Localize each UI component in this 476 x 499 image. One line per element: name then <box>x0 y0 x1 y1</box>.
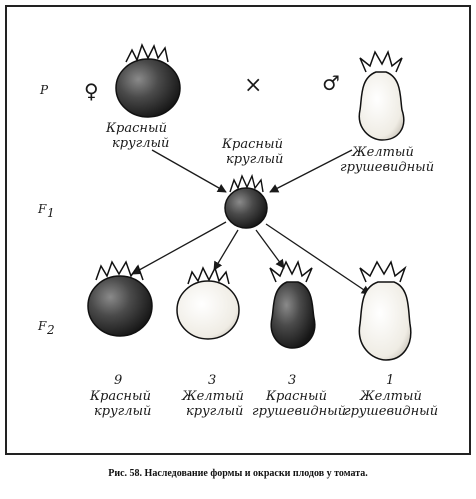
svg-text:круглый: круглый <box>94 404 151 419</box>
f2-label-yellow-pear: 1 Желтый грушевидный <box>344 373 438 419</box>
svg-text:9: 9 <box>114 373 122 388</box>
f1-label: Красный круглый <box>221 137 283 167</box>
svg-text:круглый: круглый <box>226 152 283 167</box>
svg-text:1: 1 <box>386 373 394 388</box>
male-symbol: ♂ <box>322 71 340 95</box>
arrow-f1-to-yellow-round <box>213 229 239 271</box>
f2-red-pear-fruit <box>269 259 316 349</box>
svg-text:круглый: круглый <box>112 136 169 151</box>
svg-text:3: 3 <box>208 373 216 388</box>
svg-text:3: 3 <box>288 373 296 388</box>
arrow-female-to-f1 <box>151 149 227 193</box>
female-symbol: ♀ <box>84 79 99 103</box>
cross-symbol: × <box>244 73 262 98</box>
svg-text:Красный: Красный <box>89 389 151 404</box>
f2-label-red-round: 9 Красный круглый <box>89 373 151 419</box>
f2-label-yellow-round: 3 Желтый круглый <box>181 373 244 419</box>
f1-hybrid-fruit <box>224 173 268 229</box>
parent-male-label: Желтый грушевидный <box>340 145 434 175</box>
svg-text:круглый: круглый <box>186 404 243 419</box>
svg-text:грушевидный: грушевидный <box>344 404 438 419</box>
f2-yellow-round-fruit <box>176 265 240 340</box>
arrow-f1-to-red-round <box>131 221 227 275</box>
svg-text:Желтый: Желтый <box>351 145 414 160</box>
generation-label-f1: F 1 <box>37 202 55 220</box>
svg-text:Красный: Красный <box>105 121 167 136</box>
svg-text:2: 2 <box>46 323 55 337</box>
svg-text:1: 1 <box>47 206 55 220</box>
svg-text:грушевидный: грушевидный <box>340 160 434 175</box>
figure-frame <box>5 5 471 455</box>
svg-text:грушевидный: грушевидный <box>252 404 346 419</box>
svg-text:Красный: Красный <box>221 137 283 152</box>
svg-text:Желтый: Желтый <box>181 389 244 404</box>
f2-yellow-pear-fruit <box>358 260 412 361</box>
parent-male-fruit <box>358 49 405 141</box>
f2-label-red-pear: 3 Красный грушевидный <box>252 373 346 419</box>
generation-label-f2: F 2 <box>37 319 55 337</box>
arrow-f1-to-yellow-pear <box>265 223 371 295</box>
figure-caption: Рис. 58. Наследование формы и окраски пл… <box>108 468 368 479</box>
parent-female-fruit <box>115 42 181 118</box>
svg-text:F: F <box>37 202 47 216</box>
arrow-f1-to-red-pear <box>255 229 285 269</box>
f2-red-round-fruit <box>87 260 153 337</box>
svg-text:Красный: Красный <box>265 389 327 404</box>
generation-label-p: P <box>39 83 49 97</box>
svg-text:Желтый: Желтый <box>359 389 422 404</box>
svg-text:F: F <box>37 319 47 333</box>
arrow-male-to-f1 <box>269 149 353 193</box>
parent-female-label: Красный круглый <box>105 121 169 151</box>
